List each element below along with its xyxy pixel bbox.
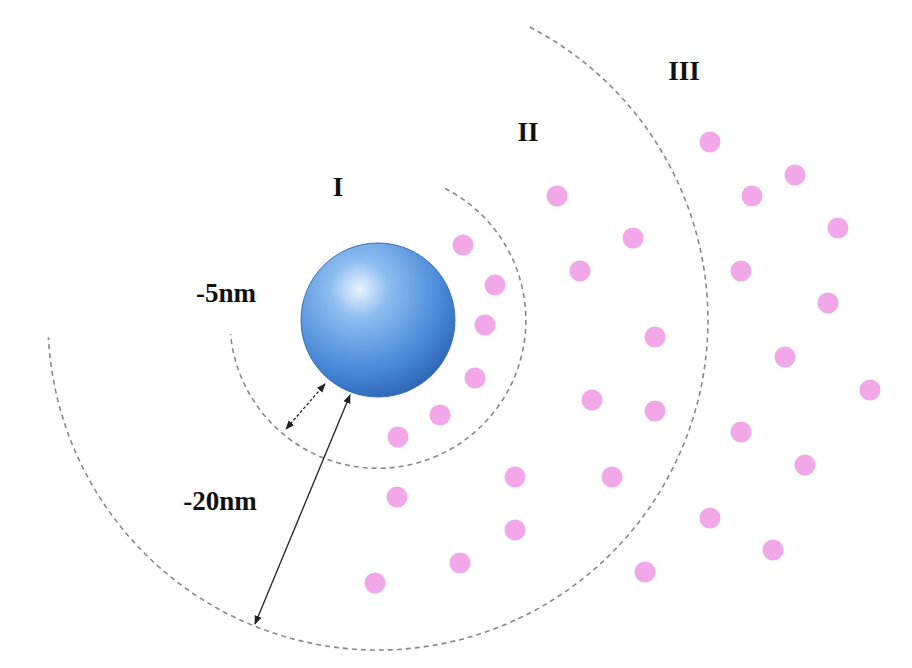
region-label: I: [328, 171, 349, 205]
ion-dot: [700, 508, 721, 529]
outer-boundary: [48, 27, 708, 650]
region-label: III: [663, 55, 705, 89]
ion-dot: [742, 186, 763, 207]
ion-dot: [453, 235, 474, 256]
ion-dot: [505, 467, 526, 488]
ion-dot: [860, 380, 881, 401]
ion-dot: [365, 573, 386, 594]
dimension-arrow: [286, 384, 325, 429]
ion-dot: [450, 553, 471, 574]
ion-dot: [763, 540, 784, 561]
ion-dot: [731, 261, 752, 282]
ion-dot: [818, 293, 839, 314]
ion-dot: [387, 487, 408, 508]
ion-dot: [602, 467, 623, 488]
ion-dot: [570, 261, 591, 282]
ion-dot: [700, 132, 721, 153]
dimension-label: -20nm: [178, 485, 262, 519]
ion-dot: [547, 186, 568, 207]
dimension-arrow: [255, 395, 350, 624]
ion-dot: [465, 368, 486, 389]
ion-dot: [505, 520, 526, 541]
ion-dot: [785, 165, 806, 186]
dimension-label: -5nm: [191, 277, 261, 311]
ion-dot: [828, 218, 849, 239]
particle-sphere: [301, 243, 455, 397]
ion-dot: [645, 327, 666, 348]
region-label: II: [512, 116, 543, 150]
ion-dot: [388, 427, 409, 448]
ion-dot: [623, 228, 644, 249]
ion-dot: [731, 422, 752, 443]
ion-dot: [645, 401, 666, 422]
ion-dot: [430, 405, 451, 426]
ion-dot: [485, 275, 506, 296]
ion-dot: [795, 455, 816, 476]
ion-dot: [475, 315, 496, 336]
inner-boundary: [231, 189, 526, 469]
ion-dot: [775, 347, 796, 368]
ion-dot: [635, 562, 656, 583]
ion-dot: [582, 390, 603, 411]
